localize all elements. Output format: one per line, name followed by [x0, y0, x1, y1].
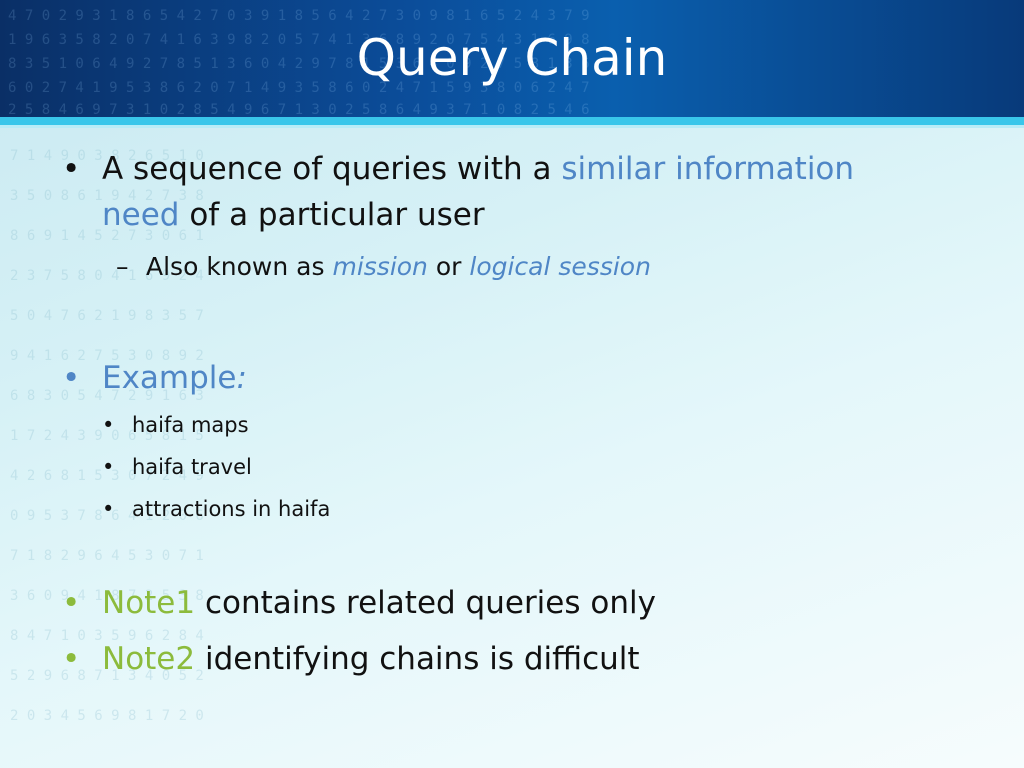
svg-text:8 6 9 1 4 5 2 7 3 0 6 1: 8 6 9 1 4 5 2 7 3 0 6 1 — [10, 228, 204, 244]
bullet-sequence-pre: A sequence of queries with a — [102, 151, 562, 187]
note2-text: identifying chains is difficult — [195, 641, 640, 677]
svg-text:2 3 7 5 8 0 4 1 6 9 2 4: 2 3 7 5 8 0 4 1 6 9 2 4 — [10, 268, 204, 284]
bullet-dot-1: • — [62, 151, 81, 187]
bullet-dot-3: • — [62, 585, 81, 621]
example-label: Example — [102, 360, 237, 396]
example-dot-1: • — [102, 413, 115, 437]
svg-text:6 0 2 7 4 1 9 5 3 8 6 2 0 7 1: 6 0 2 7 4 1 9 5 3 8 6 2 0 7 1 4 9 3 5 8 … — [8, 80, 590, 96]
title-underline — [0, 117, 1024, 125]
example-item-1: haifa maps — [132, 413, 249, 437]
bullet-sequence: A sequence of queries with a similar inf… — [102, 146, 982, 238]
bullet-dot-2: • — [62, 360, 81, 396]
sub-bullet-also-known: Also known as mission or logical session — [146, 250, 966, 284]
svg-text:5 2 9 6 8 7 1 3 4 0 5 2: 5 2 9 6 8 7 1 3 4 0 5 2 — [10, 668, 204, 684]
sub-bullet-mid: or — [427, 252, 470, 281]
svg-text:8 3 5 1 0 6 4 9 2 7 8 5 1 3 6: 8 3 5 1 0 6 4 9 2 7 8 5 1 3 6 0 4 2 9 7 … — [8, 56, 590, 72]
sub-bullet-dash: – — [116, 252, 129, 281]
svg-text:3 6 0 9 4 1 8 7 2 5 3 8: 3 6 0 9 4 1 8 7 2 5 3 8 — [10, 588, 204, 604]
svg-text:9 4 1 6 2 7 5 3 0 8 9 2: 9 4 1 6 2 7 5 3 0 8 9 2 — [10, 348, 204, 364]
bullet-note2: Note2 identifying chains is difficult — [102, 636, 640, 682]
example-item-3: attractions in haifa — [132, 497, 331, 521]
bullet-dot-4: • — [62, 641, 81, 677]
example-colon: : — [236, 360, 247, 396]
svg-text:4 7 0 2 9 3 1 8 6 5 4 2 7 0 3: 4 7 0 2 9 3 1 8 6 5 4 2 7 0 3 9 1 8 5 6 … — [8, 8, 590, 24]
header-digit-pattern: 4 7 0 2 9 3 1 8 6 5 4 2 7 0 3 9 1 8 5 6 … — [8, 8, 590, 118]
svg-text:2 5 8 4 6 9 7 3 1 0 2 8 5 4 9: 2 5 8 4 6 9 7 3 1 0 2 8 5 4 9 6 7 1 3 0 … — [8, 102, 590, 118]
svg-text:1 9 6 3 5 8 2 0 7 4 1 6 3 9 8: 1 9 6 3 5 8 2 0 7 4 1 6 3 9 8 2 0 5 7 4 … — [8, 32, 590, 48]
slide-title: Query Chain — [356, 29, 668, 87]
bullet-sequence-highlight: similar information — [561, 151, 855, 187]
svg-text:7 1 8 2 9 6 4 5 3 0 7 1: 7 1 8 2 9 6 4 5 3 0 7 1 — [10, 548, 204, 564]
term-mission: mission — [332, 252, 428, 281]
bullet-example: Example: — [102, 355, 247, 401]
bullet-sequence-post: of a particular user — [179, 197, 485, 233]
bullet-sequence-highlight-cont: need — [102, 197, 180, 233]
svg-text:2 0 3 4 5 6 9 8 1 7 2 0: 2 0 3 4 5 6 9 8 1 7 2 0 — [10, 708, 204, 724]
svg-text:5 0 4 7 6 2 1 9 8 3 5 7: 5 0 4 7 6 2 1 9 8 3 5 7 — [10, 308, 204, 324]
note1-text: contains related queries only — [195, 585, 656, 621]
note2-label: Note2 — [102, 641, 196, 677]
svg-text:6 8 3 0 5 4 7 2 9 1 6 3: 6 8 3 0 5 4 7 2 9 1 6 3 — [10, 388, 204, 404]
svg-text:3 5 0 8 6 1 9 4 2 7 3 8: 3 5 0 8 6 1 9 4 2 7 3 8 — [10, 188, 204, 204]
example-dot-3: • — [102, 497, 115, 521]
example-dot-2: • — [102, 455, 115, 479]
note1-label: Note1 — [102, 585, 196, 621]
example-item-2: haifa travel — [132, 455, 252, 479]
sub-bullet-pre: Also known as — [146, 252, 333, 281]
svg-text:1 7 2 4 3 9 0 6 5 8 1 5: 1 7 2 4 3 9 0 6 5 8 1 5 — [10, 428, 204, 444]
title-underline-light — [0, 125, 1024, 128]
bullet-note1: Note1 contains related queries only — [102, 580, 656, 626]
term-logical-session: logical session — [469, 252, 651, 281]
title-bar: 4 7 0 2 9 3 1 8 6 5 4 2 7 0 3 9 1 8 5 6 … — [0, 0, 1024, 118]
svg-text:0 9 5 3 7 8 6 4 1 2 0 6: 0 9 5 3 7 8 6 4 1 2 0 6 — [10, 508, 204, 524]
svg-text:4 2 6 8 1 5 3 0 7 2 4 9: 4 2 6 8 1 5 3 0 7 2 4 9 — [10, 468, 204, 484]
svg-text:7 1 4 9 0 3 8 2 6 5 1 0: 7 1 4 9 0 3 8 2 6 5 1 0 — [10, 148, 204, 164]
svg-text:8 4 7 1 0 3 5 9 6 2 8 4: 8 4 7 1 0 3 5 9 6 2 8 4 — [10, 628, 204, 644]
